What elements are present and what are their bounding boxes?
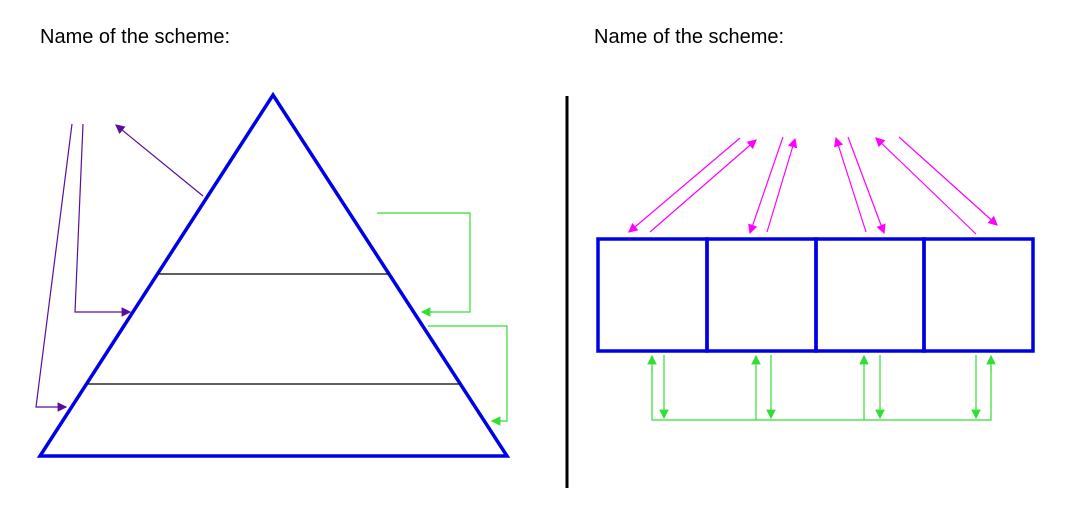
green-arrow-feedback-lower bbox=[428, 325, 508, 426]
scheme-box-3 bbox=[814, 237, 926, 353]
magenta-arrow-box1-in bbox=[628, 137, 741, 233]
magenta-arrow-box4-in bbox=[898, 136, 998, 226]
pyramid-outline bbox=[36, 91, 511, 458]
green-connector-bus bbox=[651, 366, 992, 421]
left-scheme-heading: Name of the scheme: bbox=[40, 26, 231, 48]
purple-arrow-outward bbox=[115, 124, 204, 197]
left-scheme-pyramid bbox=[35, 91, 511, 458]
scheme-box-4 bbox=[922, 237, 1035, 353]
right-scheme-boxes bbox=[596, 136, 1035, 421]
purple-arrow-to-bottom-level bbox=[35, 123, 73, 412]
right-scheme-heading: Name of the scheme: bbox=[594, 26, 785, 48]
green-arrow-feedback-upper bbox=[377, 212, 471, 317]
magenta-arrow-box3-out bbox=[833, 136, 867, 233]
magenta-arrow-box1-out bbox=[649, 139, 757, 233]
purple-arrow-to-middle-level bbox=[74, 123, 132, 317]
magenta-arrow-box2-in bbox=[748, 136, 784, 235]
scheme-box-1 bbox=[596, 237, 709, 353]
scheme-box-2 bbox=[705, 237, 818, 353]
magenta-arrow-box3-in bbox=[847, 136, 886, 235]
magenta-arrow-box4-out bbox=[875, 137, 977, 235]
magenta-arrow-box2-out bbox=[766, 137, 798, 233]
